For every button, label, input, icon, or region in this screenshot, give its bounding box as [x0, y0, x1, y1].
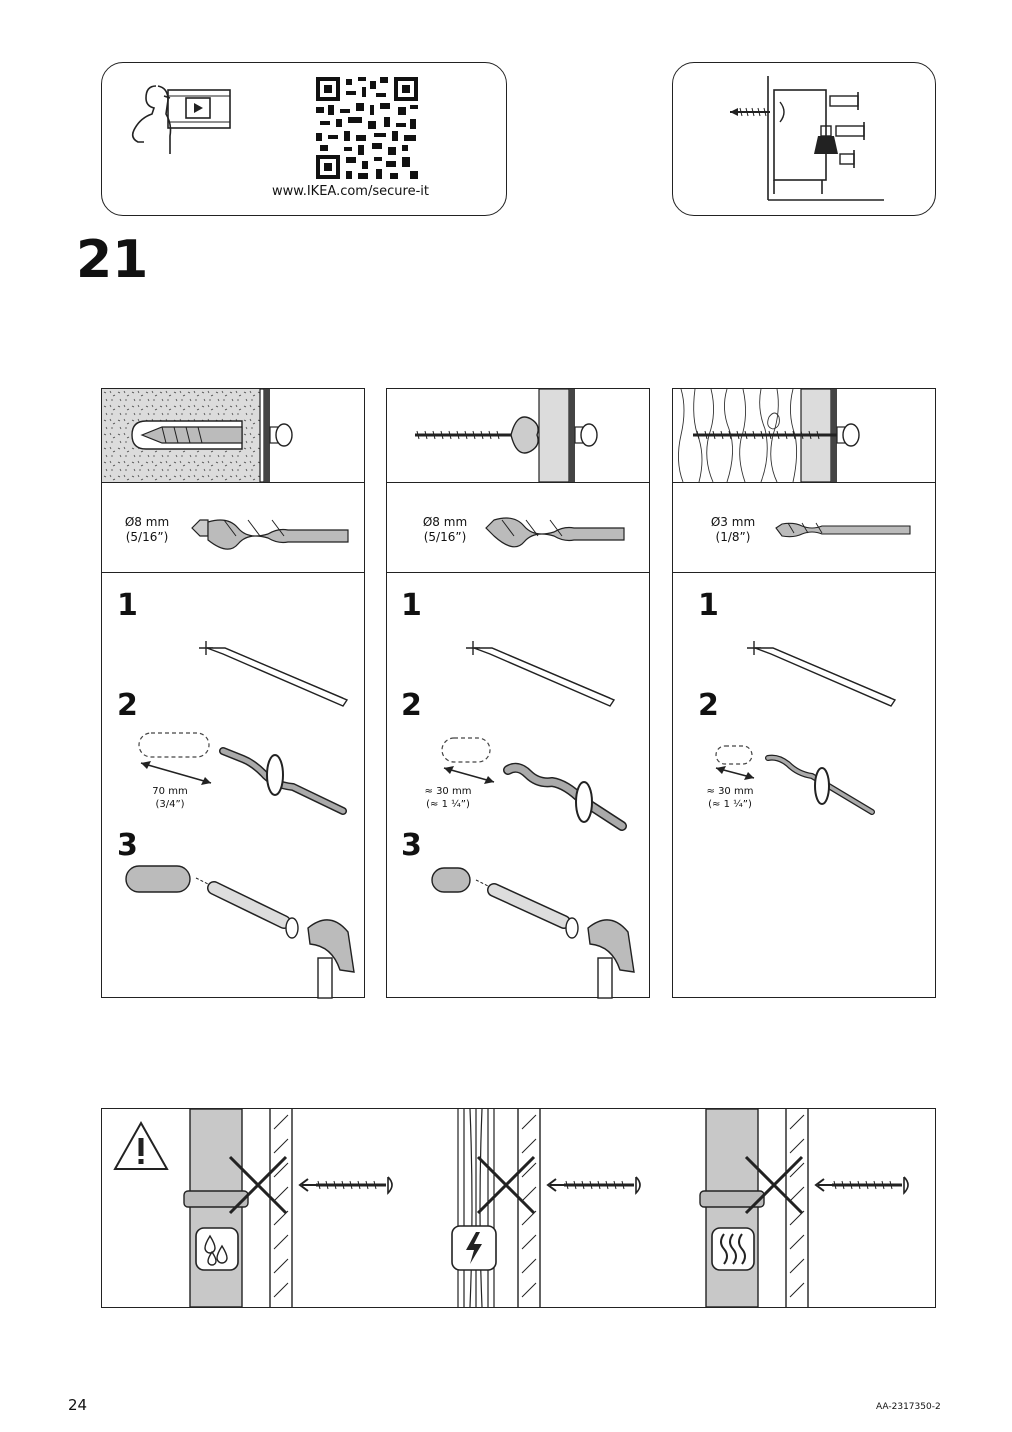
- drill-depth-label: 70 mm: [152, 786, 188, 797]
- sub-step-number: 1: [401, 588, 422, 623]
- warning-triangle-icon: [113, 1120, 169, 1170]
- heating-pipe-section: [699, 1108, 909, 1308]
- video-info-box: [101, 62, 507, 216]
- video-person-icon: [131, 85, 231, 154]
- water-pipe-section: [183, 1108, 393, 1308]
- drill-size-imperial-label: (5/16”): [125, 530, 169, 544]
- panel-divider: [386, 482, 650, 483]
- drill-depth-imperial-label: (≈ 1 ¼”): [426, 799, 470, 810]
- panel-divider: [101, 482, 365, 483]
- sub-step-number: 2: [698, 688, 719, 723]
- water-drop-icon: [195, 1227, 239, 1271]
- electric-cable-section: [457, 1108, 641, 1308]
- heat-waves-icon: [711, 1227, 755, 1271]
- masonry-drill-bit-icon: [191, 519, 349, 550]
- concrete-wall-plug-icon: [102, 388, 293, 483]
- hammer-plug-icon: [125, 865, 355, 999]
- sub-step-number: 1: [117, 588, 138, 623]
- document-code: AA-2317350-2: [876, 1402, 941, 1412]
- qr-code-icon: [316, 77, 418, 179]
- page-number: 24: [68, 1396, 88, 1414]
- hammer-plug-icon: [431, 867, 635, 999]
- panel-wood: [672, 388, 936, 998]
- sub-step-number: 2: [401, 688, 422, 723]
- drill-depth-label: ≈ 30 mm: [424, 786, 472, 797]
- drill-depth-imperial-label: (≈ 1 ¼”): [708, 799, 752, 810]
- step-number: 21: [76, 230, 149, 290]
- wall-anchor-furniture-icon: [730, 76, 884, 201]
- sub-step-number: 2: [117, 688, 138, 723]
- hss-drill-bit-icon: [485, 517, 625, 548]
- drilling-icon: [138, 732, 347, 815]
- secure-it-url[interactable]: www.IKEA.com/secure-it: [272, 184, 429, 199]
- drill-size-imperial-label: (5/16”): [423, 530, 467, 544]
- sub-step-number: 3: [117, 828, 138, 863]
- drill-size-label: Ø3 mm: [710, 515, 756, 529]
- pencil-mark-icon: [466, 641, 616, 707]
- panel-divider: [672, 572, 936, 573]
- panel-divider: [101, 572, 365, 573]
- sub-step-number: 3: [401, 828, 422, 863]
- panel-divider: [386, 572, 650, 573]
- drill-size-imperial-label: (1/8”): [715, 530, 751, 544]
- drilling-icon: [441, 737, 627, 831]
- drill-depth-imperial-label: (3/4”): [155, 799, 185, 810]
- electric-bolt-icon: [451, 1225, 497, 1271]
- sub-step-number: 1: [698, 588, 719, 623]
- drill-depth-label: ≈ 30 mm: [706, 786, 754, 797]
- drill-size-label: Ø8 mm: [124, 515, 170, 529]
- drilling-icon: [715, 745, 875, 815]
- wood-screw-icon: [678, 388, 860, 483]
- anchor-info-box: [672, 62, 936, 216]
- drill-size-label: Ø8 mm: [422, 515, 468, 529]
- wood-drill-bit-icon: [775, 522, 911, 538]
- pencil-mark-icon: [199, 641, 349, 707]
- plasterboard-toggle-bolt-icon: [415, 388, 598, 483]
- pencil-mark-icon: [747, 641, 897, 707]
